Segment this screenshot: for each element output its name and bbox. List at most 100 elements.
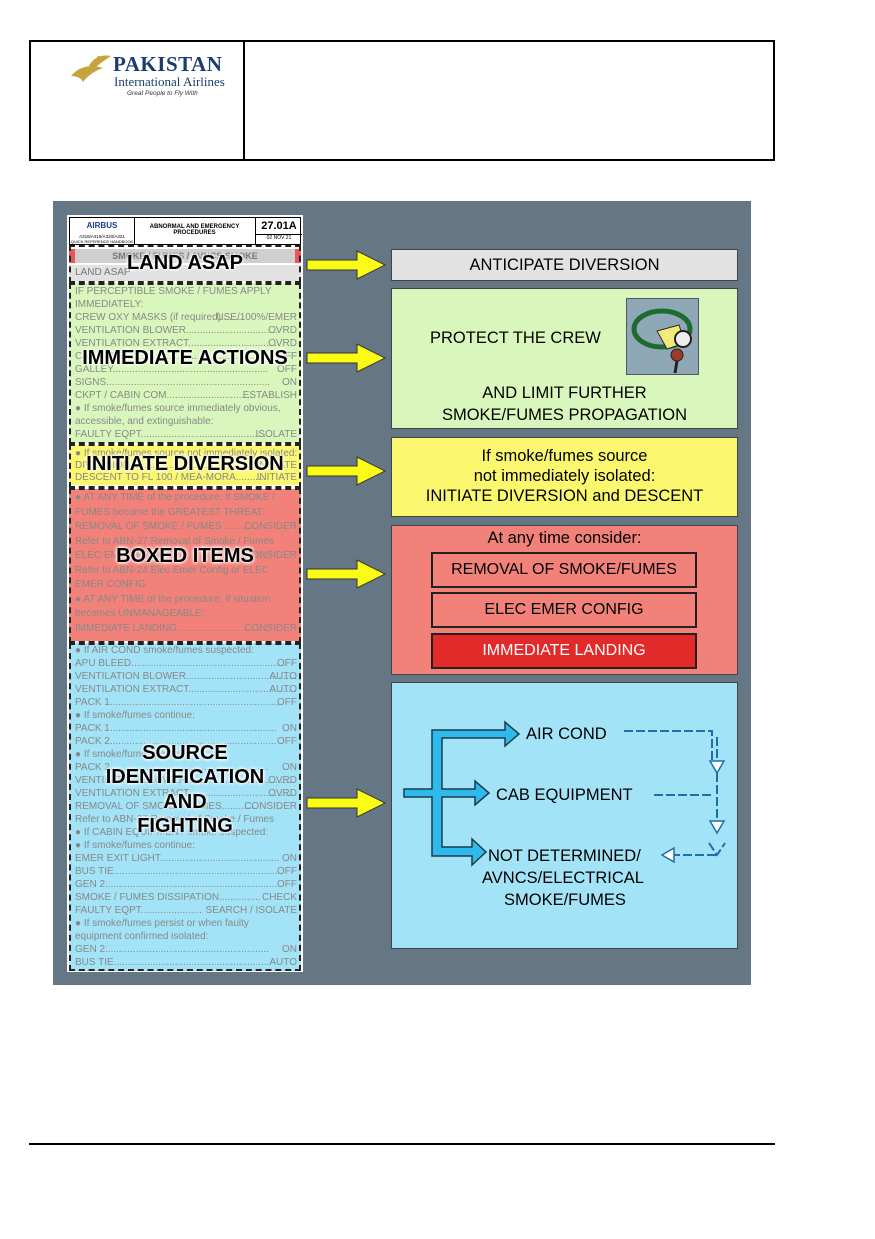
source-fighting-box: AIR COND CAB EQUIPMENT NOT DETERMINED/ A…	[391, 682, 738, 949]
boxed-items-zone: ● AT ANY TIME of the procedure, if SMOKE…	[69, 489, 301, 641]
procedure-item: IMMEDIATE LANDING.......................…	[75, 622, 269, 634]
procedure-line: CREW OXY MASKS (if required)........USE/…	[75, 312, 297, 323]
procedure-title-bar: SMOKE / FUMES / AVNCS SMOKE	[69, 249, 301, 263]
procedure-item: Refer to ABN-27 Removal of Smoke / Fumes	[75, 535, 274, 547]
not-determined-label-3: SMOKE/FUMES	[504, 891, 626, 909]
source-label-2: IDENTIFICATION	[105, 766, 265, 788]
procedure-item: GALLEY..................................…	[75, 364, 269, 375]
procedure-line: Refer to ABN-24 Elec Emer Config or ELEC	[75, 565, 297, 576]
procedure-line: GALLEY..................................…	[75, 364, 297, 375]
procedure-item: VENTILATION BLOWER......................…	[75, 325, 278, 336]
procedure-item: ● If AIR COND smoke/fumes suspected:	[75, 645, 254, 656]
procedure-item: FAULTY EQPT.............................…	[75, 429, 266, 440]
logo-title: PAKISTAN	[113, 52, 223, 76]
procedure-line: ● If smoke/fumes source not immediately …	[75, 448, 297, 459]
not-determined-label-1: NOT DETERMINED/	[488, 847, 641, 865]
procedure-value: OFF	[277, 879, 297, 890]
diversion-zone: ● If smoke/fumes source not immediately …	[69, 445, 301, 485]
crane-logo-icon	[71, 55, 111, 82]
procedure-item: VENTILATION EXTRACT.....................…	[75, 788, 294, 799]
procedure-line: BUS TIE.................................…	[75, 866, 297, 877]
arrow-source-identification	[306, 788, 387, 818]
procedure-item: ● AT ANY TIME of the procedure, if SMOKE…	[75, 492, 275, 503]
procedure-item: VENTILATION EXTRACT.....................…	[75, 684, 297, 695]
footer-rule	[29, 1143, 775, 1145]
land-asap-text: LAND ASAP	[75, 267, 131, 278]
anticipate-diversion-box: ANTICIPATE DIVERSION	[391, 249, 738, 281]
procedure-item: DESCENT TO FL 100 / MEA-MORA...........	[75, 472, 267, 483]
source-label-3: AND	[163, 791, 207, 813]
procedure-value: OVRD	[268, 338, 297, 349]
source-label-1: SOURCE	[142, 742, 228, 764]
procedure-title: SMOKE / FUMES / AVNCS SMOKE	[112, 251, 258, 261]
procedure-item: ● If smoke/fumes source not immediately …	[75, 448, 297, 459]
limit-text-2: SMOKE/FUMES PROPAGATION	[441, 406, 688, 424]
procedure-item: IF PERCEPTIBLE SMOKE / FUMES APPLY	[75, 286, 272, 297]
procedure-value: ISOLATE	[255, 429, 298, 440]
arrow-initiate-diversion	[306, 456, 387, 486]
procedure-value: AUTO	[269, 684, 297, 695]
procedure-value: OFF	[277, 351, 297, 362]
procedure-line: FAULTY EQPT.............................…	[75, 429, 297, 440]
procedure-item: CKPT / CABIN COM........................…	[75, 390, 253, 401]
boxed-items-box: At any time consider: REMOVAL OF SMOKE/F…	[391, 525, 738, 675]
card-title: ABNORMAL AND EMERGENCY PROCEDURES	[134, 218, 256, 244]
procedure-line: VENTILATION EXTRACT.....................…	[75, 788, 297, 799]
consider-text: At any time consider:	[487, 529, 642, 547]
procedure-value: USE/100%/EMER	[216, 312, 297, 323]
diversion-text-3: INITIATE DIVERSION and DESCENT	[425, 487, 704, 505]
procedure-line: FUMES become the GREATEST THREAT:	[75, 507, 297, 518]
land-asap-outline	[69, 245, 301, 283]
procedure-value: OFF	[277, 364, 297, 375]
procedure-value: SEARCH / ISOLATE	[205, 905, 297, 916]
diversion-text-1: If smoke/fumes source	[481, 447, 648, 465]
procedure-line: Refer to ABN-27 Removal of Smoke / Fumes	[75, 536, 297, 547]
procedure-item: CAB FANS................................…	[75, 351, 272, 362]
boxed-items-label: BOXED ITEMS	[116, 545, 254, 567]
procedure-value: ON	[282, 762, 297, 773]
procedure-value: OVRD	[268, 775, 297, 786]
card-brand: AIRBUS	[86, 221, 118, 230]
procedure-item: becomes UNMANAGEABLE:	[75, 608, 205, 619]
anticipate-diversion-text: ANTICIPATE DIVERSION	[469, 256, 660, 274]
procedure-line: PACK 1..................................…	[75, 723, 297, 734]
procedure-item: DIVERSION...............................…	[75, 460, 267, 471]
initiate-diversion-label: INITIATE DIVERSION	[86, 453, 284, 475]
limit-text-1: AND LIMIT FURTHER	[482, 384, 647, 402]
oxygen-mask-icon	[626, 298, 699, 375]
procedure-line: ELEC EMER CONFIG........................…	[75, 550, 297, 561]
procedure-line: PACK 2..................................…	[75, 762, 297, 773]
immediate-landing-item: IMMEDIATE LANDING	[431, 633, 697, 669]
procedure-line: EMER CONFIG	[75, 579, 297, 590]
arrow-land-asap	[306, 250, 387, 280]
protect-crew-box: PROTECT THE CREW AND LIMIT FURTHER SMOKE…	[391, 288, 738, 429]
procedure-line: REMOVAL OF SMOKE / FUMES ..........CONSI…	[75, 521, 297, 532]
immediate-actions-label: IMMEDIATE ACTIONS	[82, 347, 288, 369]
procedure-item: REMOVAL OF SMOKE / FUMES............	[75, 801, 256, 812]
not-determined-label-2: AVNCS/ELECTRICAL	[482, 869, 644, 887]
cab-equipment-label: CAB EQUIPMENT	[496, 786, 633, 804]
procedure-line: SIGNS...................................…	[75, 377, 297, 388]
procedure-item: REMOVAL OF SMOKE / FUMES ..........	[75, 521, 253, 532]
procedure-line: ● If CABIN EQUIPMENT smoke suspected:	[75, 827, 297, 838]
card-model: A318/A319/A320/A321	[79, 234, 125, 239]
procedure-item: Refer to ABN-27 Removal of Smoke / Fumes	[75, 814, 274, 825]
logo-tagline: Great People to Fly With	[127, 90, 198, 97]
procedure-line: FAULTY EQPT......................SEARCH …	[75, 905, 297, 916]
procedure-item: EMER CONFIG	[75, 579, 146, 590]
procedure-value: CONSIDER	[244, 801, 297, 812]
immediate-actions-zone: IF PERCEPTIBLE SMOKE / FUMES APPLY IMMEDI…	[69, 283, 301, 443]
procedure-item: IMMEDIATELY:	[75, 299, 144, 310]
card-ref: 27.01A	[261, 220, 297, 232]
procedure-value: ON	[282, 723, 297, 734]
procedure-item: ● If smoke/fumes source immediately obvi…	[75, 403, 281, 414]
procedure-item: ● If smoke/fumes continue:	[75, 710, 195, 721]
source-flow-diagram	[403, 720, 726, 867]
procedure-line: SMOKE / FUMES DISSIPATION...............…	[75, 892, 297, 903]
procedure-value: ON	[282, 944, 297, 955]
procedure-value: INITIATE	[256, 460, 297, 471]
procedure-value: AUTO	[269, 671, 297, 682]
source-identification-zone: ● If AIR COND smoke/fumes suspected: APU…	[69, 643, 301, 971]
procedure-value: OFF	[277, 697, 297, 708]
procedure-line: VENTILATION BLOWER......................…	[75, 325, 297, 336]
